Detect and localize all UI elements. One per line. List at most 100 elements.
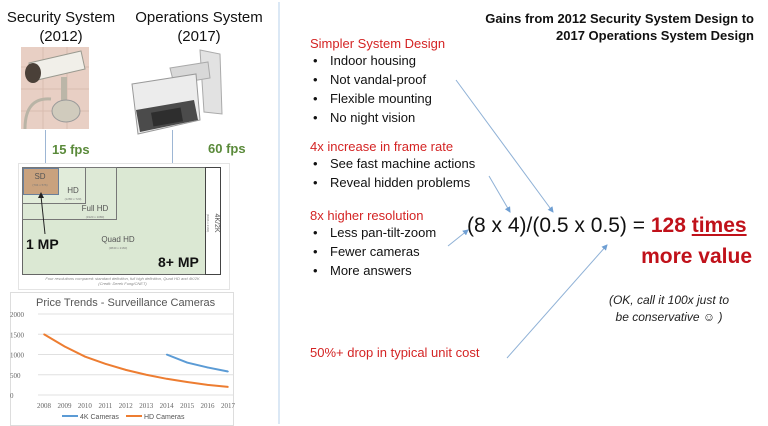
headline-line1: Gains from 2012 Security System Design t… <box>485 11 754 26</box>
security-system-title: Security System (2012) <box>6 8 116 46</box>
data-point <box>145 373 148 376</box>
full-hd-label-text: Full HD <box>81 204 109 213</box>
quad-hd-label-text: Quad HD <box>101 235 135 244</box>
x-tick-label: 2011 <box>98 402 112 410</box>
security-title-year: (2012) <box>39 28 83 45</box>
bullet-item: More answers <box>310 261 436 280</box>
security-title-line1: Security System <box>6 9 116 26</box>
x-tick-label: 2016 <box>201 402 216 410</box>
section-title: 8x higher resolution <box>310 208 424 223</box>
data-point <box>124 369 127 371</box>
caption-line2: (Credit: Derek Fung/CNET) <box>98 281 147 286</box>
x-tick-label: 2015 <box>180 402 195 410</box>
security-camera-image <box>21 47 89 129</box>
series-line-4k-cameras <box>166 353 229 373</box>
operations-fps: 60 fps <box>208 141 246 156</box>
4k-frame <box>205 167 221 275</box>
bullet-item: Fewer cameras <box>310 242 436 261</box>
data-point <box>104 363 107 365</box>
result-line2: more value <box>641 245 752 268</box>
security-fps: 15 fps <box>52 142 90 157</box>
hd-sublabel: (1280 x 720) <box>64 197 82 201</box>
bullet-list: Indoor housing Not vandal-proof Flexible… <box>310 51 445 127</box>
security-fps-pointer <box>45 130 46 176</box>
resolution-caption: Four resolutions compared: standard defi… <box>20 276 225 286</box>
legend-label: 4K Cameras <box>80 414 119 421</box>
one-mp-arrow <box>38 192 46 235</box>
hd-label: HD (1280 x 720) <box>60 186 86 204</box>
data-point <box>206 384 209 386</box>
one-mp-label: 1 MP <box>26 236 59 252</box>
conservative-note: (OK, call it 100x just to be conservativ… <box>584 292 754 326</box>
note-line2: be conservative ☺ ) <box>615 310 723 324</box>
formula-text: (8 x 4)/(0.5 x 0.5) = <box>467 214 645 237</box>
slide-divider <box>278 2 280 424</box>
sd-label: SD (704 x 576) <box>24 172 56 190</box>
series-line-hd-cameras <box>43 333 229 388</box>
4k-label-text: 4K/2K <box>213 213 220 233</box>
operations-camera-image <box>131 49 223 135</box>
arrow-resolution <box>447 229 469 247</box>
data-point <box>186 381 188 383</box>
data-point <box>186 361 188 364</box>
bullet-item: Less pan-tilt-zoom <box>310 223 436 242</box>
data-point <box>84 355 86 358</box>
y-tick-label: 500 <box>10 372 21 380</box>
4k-sublabel: (4096 x 2160) <box>206 213 210 233</box>
data-point <box>165 378 168 380</box>
section-frame-rate: 4x increase in frame rate See fast machi… <box>310 139 475 192</box>
section-simpler-design: Simpler System Design Indoor housing Not… <box>310 36 445 127</box>
sd-sublabel: (704 x 576) <box>32 183 48 187</box>
sd-frame <box>23 168 59 195</box>
y-tick-label: 0 <box>10 392 14 400</box>
hd-label-text: HD <box>67 186 79 195</box>
data-point <box>227 386 229 388</box>
data-point <box>43 333 45 336</box>
bullet-list: Less pan-tilt-zoom Fewer cameras More an… <box>310 223 436 280</box>
bullet-item: Not vandal-proof <box>310 70 445 89</box>
bullet-item: No night vision <box>310 108 445 127</box>
headline-line2: 2017 Operations System Design <box>556 28 754 43</box>
4k-label: 4K/2K (4096 x 2160) <box>203 207 221 239</box>
data-point <box>206 366 209 369</box>
operations-system-title: Operations System (2017) <box>134 8 264 46</box>
section-title: 4x increase in frame rate <box>310 139 454 154</box>
operations-title-line1: Operations System <box>135 9 263 26</box>
y-tick-label: 1000 <box>10 352 25 360</box>
section-resolution: 8x higher resolution Less pan-tilt-zoom … <box>310 208 436 280</box>
eight-mp-label: 8+ MP <box>158 254 199 270</box>
data-point <box>63 345 66 348</box>
x-tick-label: 2012 <box>119 402 134 410</box>
bullet-item: Reveal hidden problems <box>310 173 475 192</box>
x-tick-label: 2017 <box>221 402 236 410</box>
cost-drop-label: 50%+ drop in typical unit cost <box>310 345 480 360</box>
bullet-list: See fast machine actions Reveal hidden p… <box>310 154 475 192</box>
note-line1: (OK, call it 100x just to <box>608 293 730 307</box>
bullet-item: Indoor housing <box>310 51 445 70</box>
legend-label: HD Cameras <box>144 414 185 421</box>
chart-title: Price Trends - Surveillance Cameras <box>36 297 216 309</box>
result-number: 128 <box>650 214 686 237</box>
x-tick-label: 2014 <box>160 402 175 410</box>
x-tick-label: 2013 <box>139 402 154 410</box>
bullet-item: See fast machine actions <box>310 154 475 173</box>
x-tick-label: 2010 <box>78 402 93 410</box>
quad-hd-sublabel: (3840 x 2160) <box>108 246 128 250</box>
caption-line1: Four resolutions compared: standard defi… <box>45 276 200 281</box>
x-tick-label: 2009 <box>57 402 72 410</box>
arrow-frame-rate <box>488 175 511 213</box>
y-tick-label: 2000 <box>10 311 25 319</box>
value-formula: (8 x 4)/(0.5 x 0.5) = 128 times <box>467 214 747 238</box>
data-point <box>227 370 229 373</box>
sd-label-text: SD <box>34 172 46 181</box>
data-point <box>165 353 168 356</box>
full-hd-sublabel: (1920 x 1080) <box>85 215 105 219</box>
result-times: times <box>691 214 747 237</box>
quad-hd-label: Quad HD (3840 x 2160) <box>98 235 138 253</box>
operations-title-year: (2017) <box>177 28 221 45</box>
x-tick-label: 2008 <box>37 402 52 410</box>
bullet-item: Flexible mounting <box>310 89 445 108</box>
headline: Gains from 2012 Security System Design t… <box>485 10 754 44</box>
full-hd-label: Full HD (1920 x 1080) <box>78 204 112 222</box>
